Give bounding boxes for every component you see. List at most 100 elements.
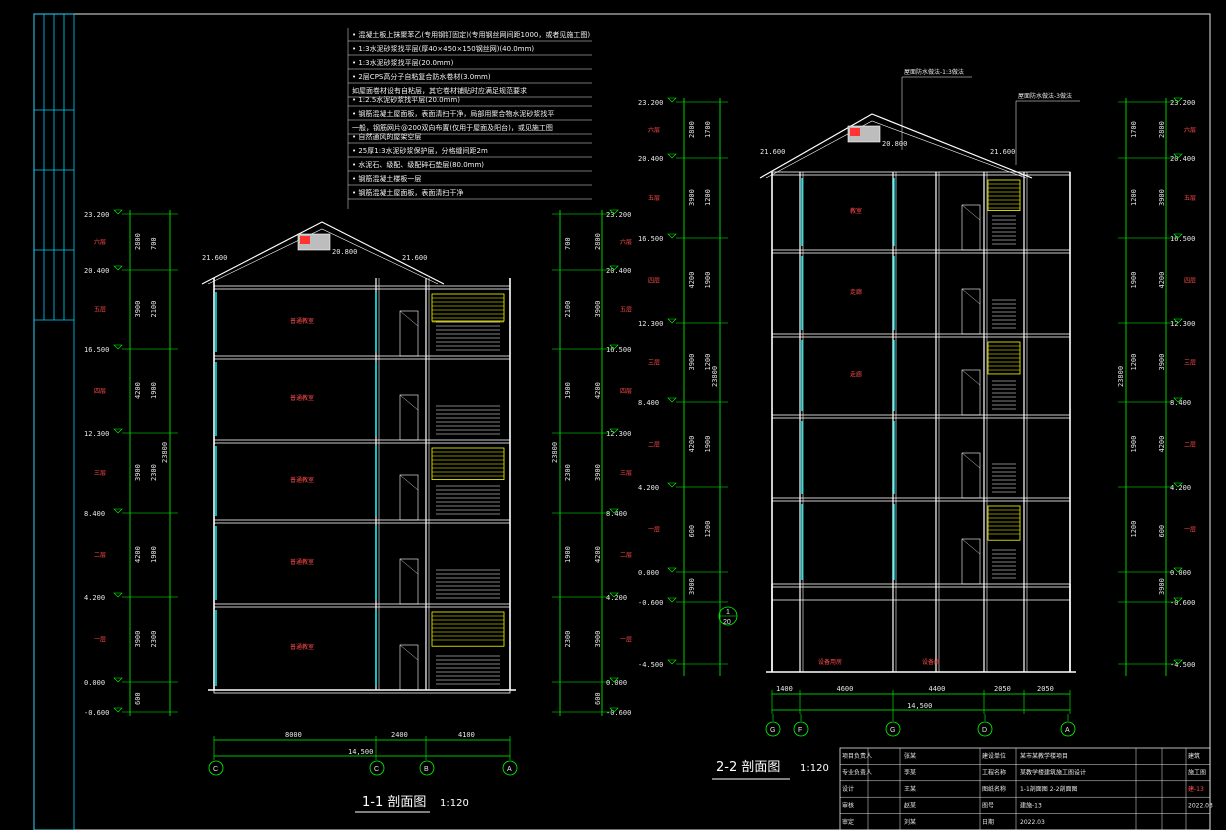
floor-label: 五层 <box>94 307 106 314</box>
dimension-text: 1700 <box>704 121 712 138</box>
dimension-text: 3900 <box>594 464 602 481</box>
binding-strip <box>33 13 75 830</box>
dimension-text: 1200 <box>1130 521 1138 538</box>
title-block-value: 某教学楼建筑施工图设计 <box>1020 769 1086 777</box>
dimension-text: 600 <box>1158 525 1166 538</box>
title-block-label: 设计 <box>842 785 854 793</box>
elevation-label: 16.500 <box>606 346 631 354</box>
elevation-label: 23.200 <box>638 99 663 107</box>
title-block-value: 李某 <box>904 769 916 777</box>
elevation-label: 23.200 <box>1170 99 1195 107</box>
dimension-text: 2800 <box>1158 121 1166 138</box>
dimension-text: 3900 <box>688 578 696 595</box>
note-line: 一般，钢筋网片@200双向布置(仅用于屋面及阳台)，或见施工图 <box>352 123 553 132</box>
note-line: • 1:3水泥砂浆找平层(厚40×450×150钢丝网)(40.0mm) <box>352 44 534 53</box>
axis-bubble <box>793 721 809 737</box>
axis-bubble <box>419 760 435 776</box>
axis-bubble <box>369 760 385 776</box>
elevation-label: 23.200 <box>84 211 109 219</box>
elevation-label: 0.000 <box>1170 569 1191 577</box>
title-block-code: 建筑 <box>1188 752 1200 760</box>
dimension-text: 3900 <box>594 631 602 648</box>
dimension-text: 2300 <box>150 464 158 481</box>
elevation-label: 8.400 <box>1170 399 1191 407</box>
axis-bubble <box>885 721 901 737</box>
title-block-value: 王某 <box>904 786 916 793</box>
note-line: • 自然通风的屋架空层 <box>352 132 421 141</box>
room-label: 普通教室 <box>290 476 314 484</box>
elevation-label: 23.200 <box>606 211 631 219</box>
floor-label: 二层 <box>648 442 660 449</box>
elevation-label: 8.400 <box>638 399 659 407</box>
room-label: 走廊 <box>850 288 862 296</box>
note-line: • 钢筋混凝土屋面板，表面清扫干净，局部用聚合物水泥砂浆找平 <box>352 109 554 118</box>
elevation-label: 16.500 <box>1170 235 1195 243</box>
floor-label: 二层 <box>1184 442 1196 449</box>
floor-label: 四层 <box>620 388 632 395</box>
dimension-text: 8000 <box>285 731 302 739</box>
section-1-1-title: 1-1 剖面图 <box>362 795 426 810</box>
dimension-text: 2800 <box>594 233 602 250</box>
dimension-text: 1700 <box>1130 121 1138 138</box>
title-block-code: 施工图 <box>1188 769 1206 777</box>
floor-label: 三层 <box>1184 360 1196 367</box>
dimension-text: 1200 <box>704 521 712 538</box>
dimension-text: 3900 <box>134 464 142 481</box>
room-label: 走廊 <box>850 371 862 379</box>
axis-label: C <box>374 766 379 773</box>
floor-label: 四层 <box>94 388 106 395</box>
floor-label: 六层 <box>94 238 106 246</box>
title-block-value: 2022.03 <box>1020 819 1045 826</box>
elevation-label: -4.500 <box>1170 661 1195 669</box>
dimension-text: 2300 <box>150 631 158 648</box>
roof-annotation: 屋面防水做法-3做法 <box>1018 92 1072 100</box>
axis-label: G <box>890 727 895 734</box>
section-2-2-title: 2-2 剖面图 <box>716 760 780 775</box>
note-line: • 钢筋混凝土楼板一层 <box>352 174 421 183</box>
elevation-label: 4.200 <box>84 594 105 602</box>
note-line: • 2层CPS高分子自粘复合防水卷材(3.0mm) <box>352 72 491 81</box>
axis-label: A <box>507 766 512 773</box>
dimension-text: 2800 <box>134 233 142 250</box>
elevation-label: 20.400 <box>1170 155 1195 163</box>
roof-annotation: 屋面防水做法-1:3做法 <box>904 68 964 76</box>
axis-bubble <box>502 760 518 776</box>
title-block-label: 图号 <box>982 802 994 809</box>
elevation-label: -0.600 <box>84 709 109 717</box>
dimension-text: 4200 <box>1158 272 1166 289</box>
basement-label: 设备间 <box>922 658 940 666</box>
axis-label: G <box>770 727 775 734</box>
dimension-text: 3900 <box>134 631 142 648</box>
title-block-label: 图纸名称 <box>982 785 1006 793</box>
dimension-text: 700 <box>564 237 572 250</box>
roof-elevation: 21.600 <box>990 148 1015 156</box>
elevation-label: 0.000 <box>638 569 659 577</box>
dimension-text: 23800 <box>161 442 169 463</box>
elevation-label: 12.300 <box>1170 320 1195 328</box>
axis-label: F <box>798 727 802 734</box>
title-block-code: 建-13 <box>1188 785 1204 793</box>
dimension-text: 2300 <box>564 631 572 648</box>
title-block-label: 专业负责人 <box>842 769 872 777</box>
dimension-text: 3900 <box>688 189 696 206</box>
floor-label: 四层 <box>648 278 660 285</box>
dimension-text: 3900 <box>688 354 696 371</box>
dimension-text: 4200 <box>688 436 696 453</box>
dimension-text: 600 <box>688 525 696 538</box>
detail-sheet: 20 <box>723 619 731 626</box>
elevation-label: 20.400 <box>638 155 663 163</box>
roof-elevation: 21.600 <box>402 254 427 262</box>
dimension-text: 4600 <box>837 685 854 693</box>
floor-label: 一层 <box>648 527 660 534</box>
floor-label: 六层 <box>1184 126 1196 134</box>
floor-label: 三层 <box>620 470 632 477</box>
dimension-text: 3900 <box>1158 578 1166 595</box>
title-block-label: 工程名称 <box>982 769 1006 777</box>
detail-number: 1 <box>726 609 730 616</box>
title-block-value: 赵某 <box>904 801 916 809</box>
room-label: 普通教室 <box>290 558 314 566</box>
note-line: • 水泥石、级配、级配碎石垫层(80.0mm) <box>352 160 484 169</box>
title-block-label: 建设单位 <box>982 752 1006 760</box>
